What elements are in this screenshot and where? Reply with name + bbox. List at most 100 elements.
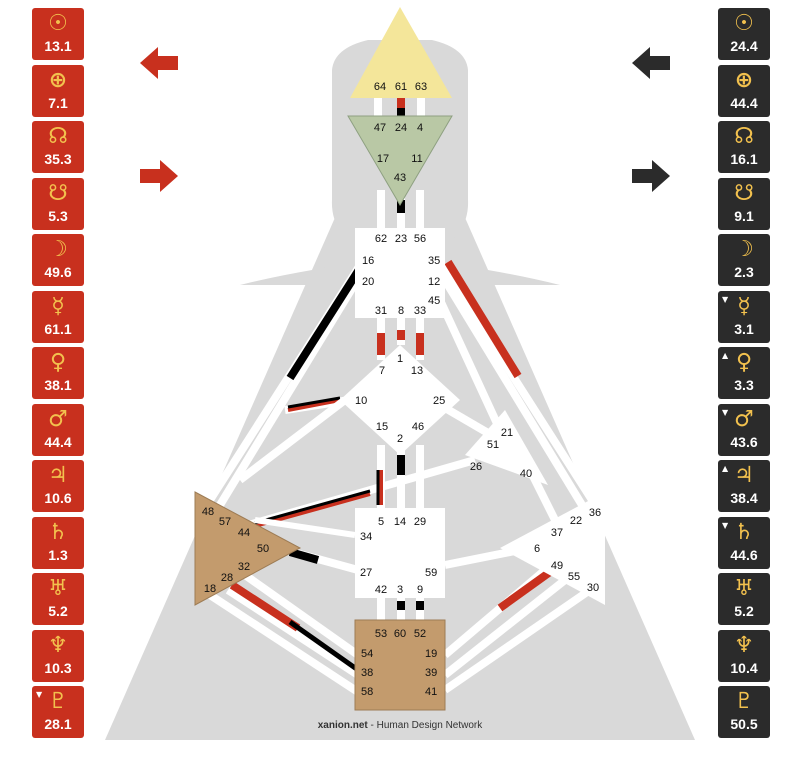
gate-label: 64: [374, 81, 386, 93]
planet-gate-value: 10.3: [44, 659, 72, 676]
planet-gate-value: 3.3: [734, 377, 754, 393]
planet-glyph-icon: ♃: [48, 463, 68, 488]
gate-label: 39: [425, 667, 437, 679]
personality-planet-card: ☉ 24.4: [718, 8, 770, 60]
personality-planet-card: ⊕44.4: [718, 64, 770, 117]
gate-label: 63: [415, 81, 427, 93]
personality-planet-card: ▼☿3.1: [718, 290, 770, 343]
detriment-triangle-icon: ▼: [36, 690, 43, 699]
planet-gate-value: 2.3: [734, 264, 754, 280]
gate-label: 31: [375, 305, 387, 317]
detriment-triangle-icon: ▼: [722, 294, 729, 304]
design-planet-column: ☉13.1⊕7.1☊35.3☋5.3☽49.6☿61.1♀38.1♂44.4♃1…: [32, 8, 84, 743]
throat-center: [355, 228, 445, 318]
planet-gate-value: 10.6: [44, 490, 72, 506]
gate-label: 58: [361, 686, 373, 698]
footer-site[interactable]: xanion.net: [317, 720, 368, 731]
planet-glyph-icon: ♂: [48, 406, 68, 432]
planet-gate-value: 7.1: [48, 94, 68, 111]
gate-label: 60: [394, 628, 406, 640]
planet-gate-value: 38.1: [44, 377, 72, 393]
design-planet-card: ⊕7.1: [32, 64, 84, 117]
channels: [206, 98, 596, 696]
planet-glyph-icon: ☽: [734, 237, 754, 262]
gate-label: 11: [411, 153, 422, 165]
footer-text: - Human Design Network: [367, 720, 483, 731]
planet-gate-value: 1.3: [48, 546, 68, 563]
spleen-center: [194, 491, 302, 606]
gate-label: 28: [221, 572, 233, 584]
gate-label: 61: [395, 81, 407, 93]
g-center: [340, 345, 460, 455]
personality-planet-card: ♆10.4: [718, 629, 770, 682]
gate-label: 47: [374, 122, 386, 134]
planet-gate-value: 3.1: [734, 320, 754, 337]
design-planet-card: ♄1.3: [32, 516, 84, 569]
planet-gate-value: 28.1: [44, 716, 72, 732]
gate-label: 2: [397, 433, 403, 445]
gate-label: 49: [551, 560, 563, 572]
exalted-triangle-icon: ▲: [722, 351, 729, 360]
personality-planet-card: ☋9.1: [718, 177, 770, 230]
gate-label: 52: [414, 628, 426, 640]
personality-planet-card: ▼♂43.6: [718, 403, 770, 456]
planet-glyph-icon: ☉: [734, 11, 754, 36]
planet-glyph-icon: ☋: [48, 180, 68, 206]
gate-label: 26: [470, 461, 482, 473]
gate-label: 35: [428, 255, 440, 267]
gate-label: 30: [587, 582, 599, 594]
gate-label: 22: [570, 515, 582, 527]
planet-glyph-icon: ☊: [734, 124, 754, 149]
gate-label: 13: [411, 365, 423, 377]
design-planet-card: ☋5.3: [32, 177, 84, 230]
detriment-triangle-icon: ▼: [722, 407, 729, 417]
planet-gate-value: 35.3: [44, 151, 72, 167]
gate-label: 27: [360, 567, 372, 579]
gate-label: 19: [425, 648, 437, 660]
gate-label: 37: [551, 527, 563, 539]
gate-label: 41: [425, 686, 437, 698]
gate-label: 15: [376, 421, 388, 433]
exalted-triangle-icon: ▲: [722, 464, 729, 473]
footer-credit: xanion.net - Human Design Network: [0, 720, 800, 731]
gate-label: 57: [219, 516, 231, 528]
planet-glyph-icon: ♀: [735, 350, 753, 375]
gate-label: 24: [395, 122, 407, 134]
heart-center: [465, 410, 548, 485]
gate-label: 23: [395, 233, 407, 245]
planet-glyph-icon: ⊕: [734, 67, 754, 93]
gate-label: 62: [375, 233, 387, 245]
gate-label: 18: [204, 583, 216, 595]
design-planet-card: ♅5.2: [32, 573, 84, 625]
gate-label: 51: [487, 439, 499, 451]
planet-glyph-icon: ♇: [48, 689, 68, 714]
gate-label: 53: [375, 628, 387, 640]
personality-planet-column: ☉24.4⊕44.4☊16.1☋9.1☽2.3▼☿3.1▲♀3.3▼♂43.6▲…: [718, 8, 770, 743]
planet-glyph-icon: ♄: [48, 519, 68, 545]
planet-glyph-icon: ☉: [48, 11, 68, 36]
ajna-center: [347, 115, 453, 206]
gate-label: 36: [589, 507, 601, 519]
gate-label: 4: [417, 122, 423, 134]
planet-glyph-icon: ☿: [51, 293, 65, 319]
planet-glyph-icon: ♂: [734, 406, 754, 432]
planet-gate-value: 24.4: [730, 38, 758, 54]
planet-gate-value: 49.6: [44, 264, 72, 280]
gate-label: 25: [433, 395, 445, 407]
detriment-triangle-icon: ▼: [722, 520, 729, 530]
planet-glyph-icon: ⊕: [48, 67, 68, 93]
root-center: [354, 619, 446, 711]
gate-label: 44: [238, 527, 250, 539]
gate-label: 21: [501, 427, 513, 439]
gate-label: 16: [362, 255, 374, 267]
head-center: [350, 7, 452, 98]
planet-gate-value: 44.6: [730, 546, 758, 563]
gate-label: 10: [355, 395, 367, 407]
gate-label: 48: [202, 506, 214, 518]
gate-label: 20: [362, 276, 374, 288]
planet-glyph-icon: ☽: [48, 237, 68, 262]
left-arrow-icon: [140, 47, 178, 79]
design-planet-card: ☿61.1: [32, 290, 84, 343]
gate-label: 55: [568, 571, 580, 583]
gate-label: 5: [378, 516, 384, 528]
